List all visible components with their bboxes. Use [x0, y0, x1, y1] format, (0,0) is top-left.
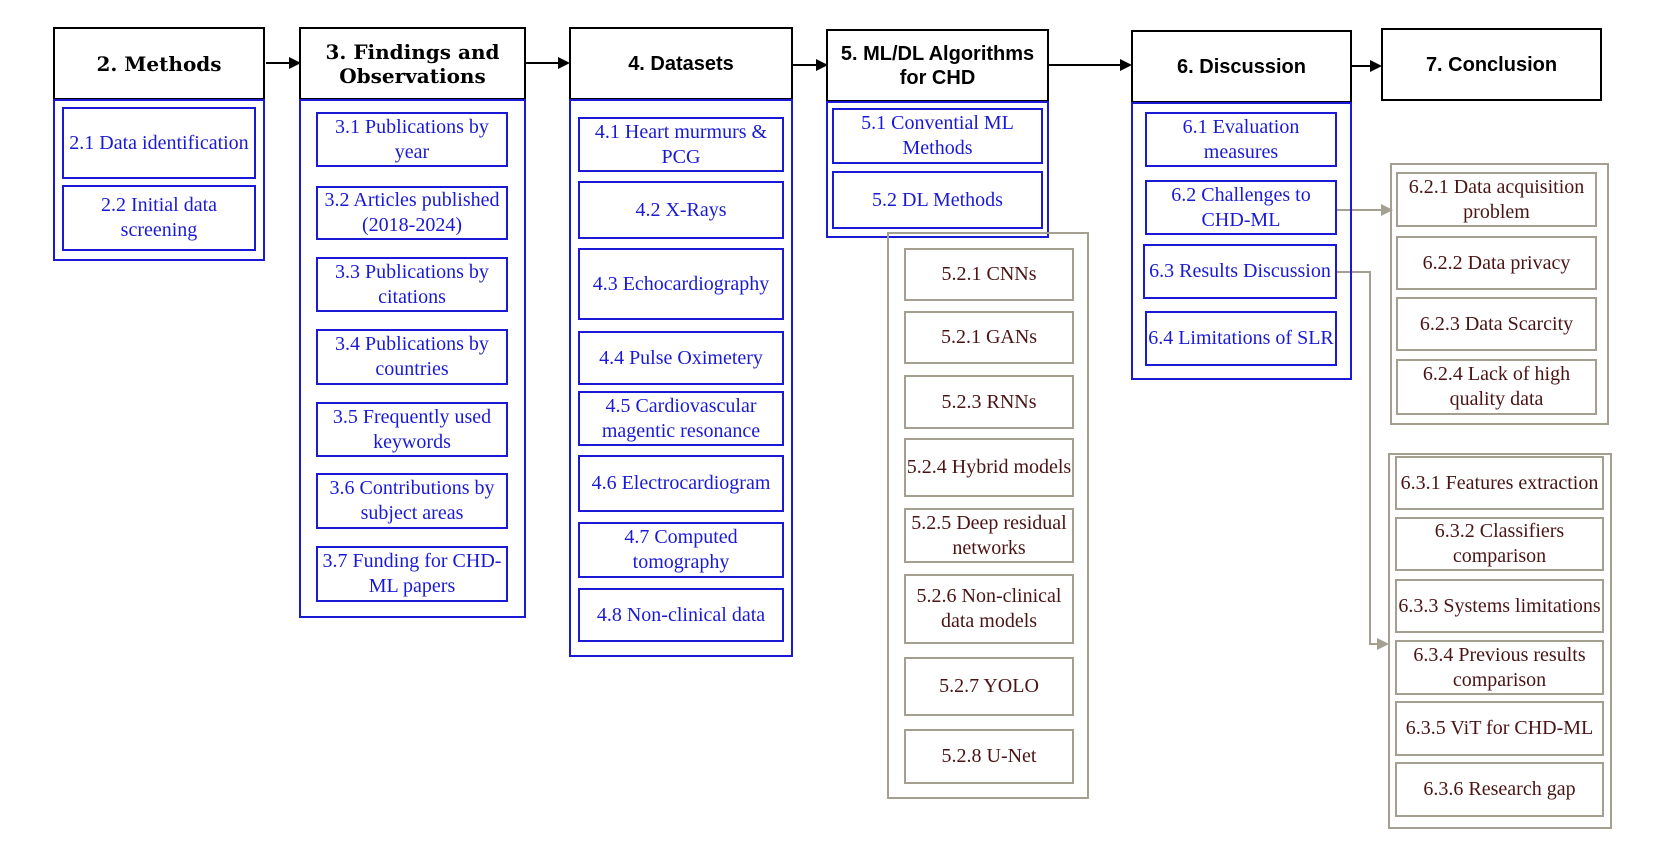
- item-4-4: 4.4 Pulse Oximetery: [578, 331, 784, 385]
- item-5-2-6: 5.2.6 Non-clinical data models: [904, 574, 1074, 644]
- item-6-3-6: 6.3.6 Research gap: [1395, 762, 1604, 817]
- section-5-title: 5. ML/DL Algorithms for CHD: [840, 42, 1035, 89]
- item-6-3-4: 6.3.4 Previous results comparison: [1395, 640, 1604, 695]
- item-6-4: 6.4 Limitations of SLR: [1145, 311, 1337, 366]
- item-4-2: 4.2 X-Rays: [578, 181, 784, 239]
- section-6-2-subgroup: [1390, 163, 1609, 425]
- section-2-header: 2. Methods: [53, 27, 265, 100]
- item-6-2: 6.2 Challenges to CHD-ML: [1145, 180, 1337, 235]
- item-3-7: 3.7 Funding for CHD-ML papers: [316, 546, 508, 602]
- section-5-header: 5. ML/DL Algorithms for CHD: [826, 29, 1049, 102]
- item-5-2-7: 5.2.7 YOLO: [904, 657, 1074, 716]
- item-5-2-5: 5.2.5 Deep residual networks: [904, 508, 1074, 563]
- section-5-group: [826, 101, 1049, 238]
- item-3-3: 3.3 Publications by citations: [316, 257, 508, 312]
- item-2-1: 2.1 Data identification: [62, 107, 256, 179]
- item-6-3-2: 6.3.2 Classifiers comparison: [1395, 517, 1604, 571]
- item-4-6: 4.6 Electrocardiogram: [578, 455, 784, 512]
- item-6-2-3: 6.2.3 Data Scarcity: [1396, 297, 1597, 351]
- item-6-1: 6.1 Evaluation measures: [1145, 112, 1337, 167]
- section-4-header: 4. Datasets: [569, 27, 793, 100]
- item-4-7: 4.7 Computed tomography: [578, 522, 784, 578]
- item-5-2-3: 5.2.3 RNNs: [904, 375, 1074, 429]
- item-5-2-1: 5.2.1 CNNs: [904, 248, 1074, 301]
- item-6-3-3: 6.3.3 Systems limitations: [1395, 579, 1604, 633]
- item-5-2-8: 5.2.8 U-Net: [904, 729, 1074, 784]
- section-4-group: [569, 99, 793, 657]
- section-3-group: [299, 99, 526, 618]
- section-6-3-subgroup: [1388, 453, 1612, 829]
- item-3-6: 3.6 Contributions by subject areas: [316, 473, 508, 529]
- section-7-title: 7. Conclusion: [1425, 53, 1558, 76]
- item-6-2-2: 6.2.2 Data privacy: [1396, 236, 1597, 290]
- section-7-header: 7. Conclusion: [1381, 28, 1602, 101]
- item-3-5: 3.5 Frequently used keywords: [316, 402, 508, 457]
- section-5-2-subgroup: [887, 232, 1089, 799]
- item-6-3: 6.3 Results Discussion: [1143, 244, 1337, 299]
- item-4-5: 4.5 Cardiovascular magentic resonance: [578, 391, 784, 446]
- item-5-2-4: 5.2.4 Hybrid models: [904, 438, 1074, 497]
- section-6-title: 6. Discussion: [1177, 55, 1306, 78]
- item-6-2-1: 6.2.1 Data acquisition problem: [1396, 172, 1597, 227]
- item-3-4: 3.4 Publications by countries: [316, 329, 508, 385]
- section-3-title: 3. Findings and Observations: [325, 39, 500, 88]
- item-2-2: 2.2 Initial data screening: [62, 185, 256, 251]
- item-6-3-1: 6.3.1 Features extraction: [1395, 456, 1604, 510]
- section-3-header: 3. Findings and Observations: [299, 27, 526, 100]
- item-6-3-5: 6.3.5 ViT for CHD-ML: [1395, 701, 1604, 756]
- item-6-2-4: 6.2.4 Lack of high quality data: [1396, 359, 1597, 415]
- item-3-1: 3.1 Publications by year: [316, 112, 508, 167]
- item-5-2-2: 5.2.1 GANs: [904, 311, 1074, 364]
- item-5-2: 5.2 DL Methods: [832, 171, 1043, 229]
- section-6-header: 6. Discussion: [1131, 30, 1352, 103]
- section-2-title: 2. Methods: [96, 51, 222, 76]
- item-4-3: 4.3 Echocardiography: [578, 248, 784, 320]
- item-3-2: 3.2 Articles published (2018-2024): [316, 186, 508, 240]
- item-4-8: 4.8 Non-clinical data: [578, 588, 784, 642]
- section-4-title: 4. Datasets: [628, 52, 734, 75]
- section-2-group: [53, 99, 265, 261]
- section-6-group: [1131, 102, 1352, 380]
- item-5-1: 5.1 Convential ML Methods: [832, 108, 1043, 164]
- item-4-1: 4.1 Heart murmurs & PCG: [578, 117, 784, 172]
- arrow-63-to-sub: [1337, 271, 1389, 650]
